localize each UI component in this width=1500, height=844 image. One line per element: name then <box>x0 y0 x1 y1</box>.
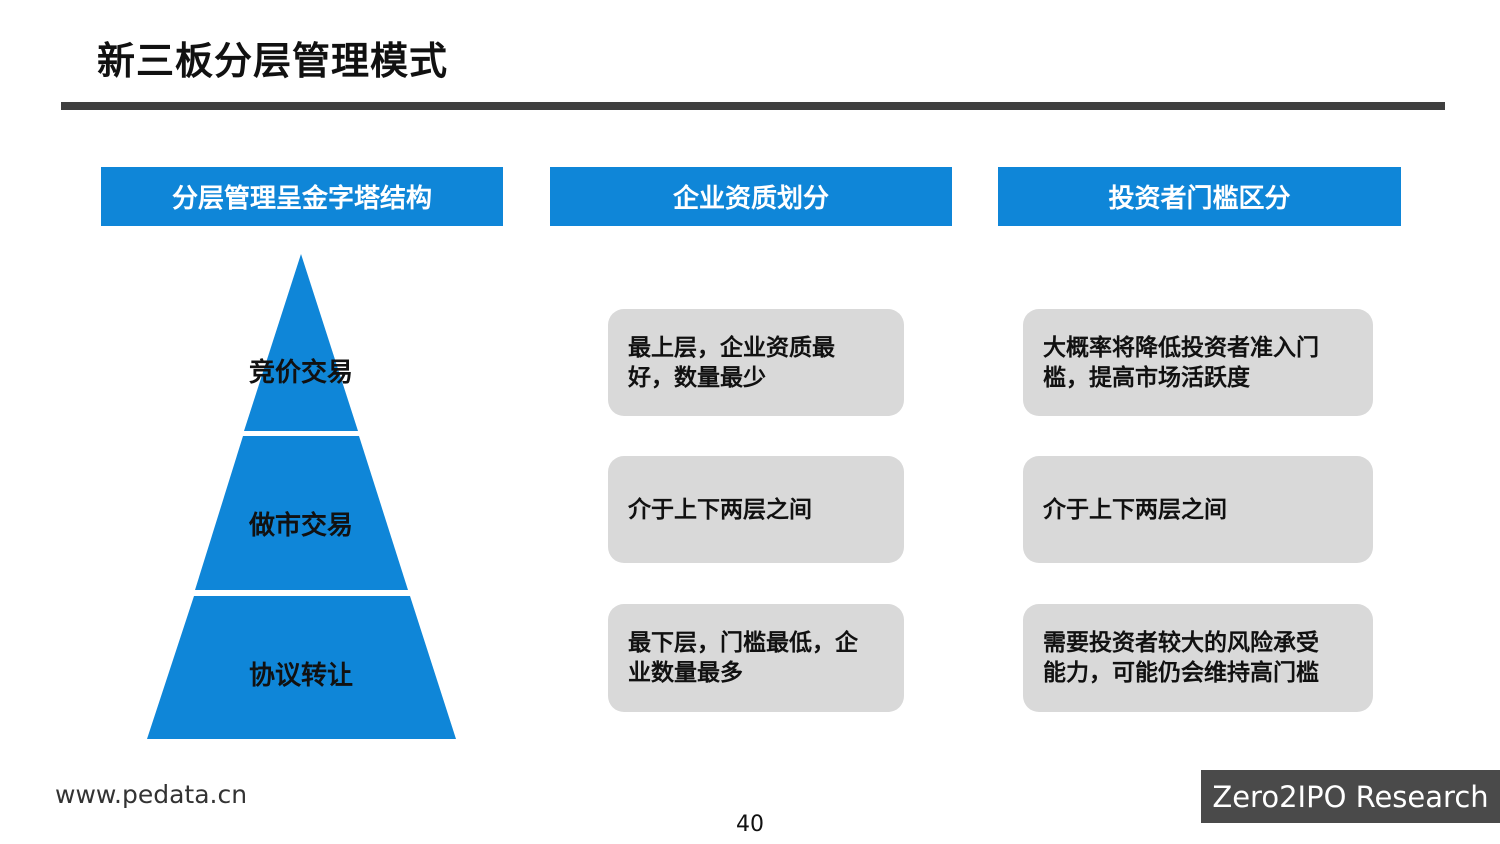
title-divider <box>61 102 1445 110</box>
investor-box-middle: 介于上下两层之间 <box>1023 456 1373 563</box>
investor-box-bottom: 需要投资者较大的风险承受 能力，可能仍会维持高门槛 <box>1023 604 1373 712</box>
page-title: 新三板分层管理模式 <box>97 39 449 83</box>
tier-label-market-making: 做市交易 <box>248 511 353 541</box>
pyramid-tier-top <box>244 254 358 431</box>
tier-label-auction: 竞价交易 <box>248 358 353 388</box>
enterprise-box-bottom: 最下层，门槛最低，企 业数量最多 <box>608 604 904 712</box>
page-number: 40 <box>736 812 764 837</box>
box-text: 槛，提高市场活跃度 <box>1043 364 1250 391</box>
box-text: 好，数量最少 <box>628 364 766 391</box>
brand-logo: Zero2IPO Research <box>1201 770 1500 823</box>
footer-url: www.pedata.cn <box>55 780 248 809</box>
box-text: 需要投资者较大的风险承受 <box>1043 630 1319 656</box>
enterprise-box-middle: 介于上下两层之间 <box>608 456 904 563</box>
box-text: 最上层，企业资质最 <box>628 334 835 361</box>
header-pyramid-structure: 分层管理呈金字塔结构 <box>101 167 503 226</box>
box-text: 介于上下两层之间 <box>1043 496 1227 523</box>
box-text: 能力，可能仍会维持高门槛 <box>1043 660 1319 686</box>
header-investor-threshold: 投资者门槛区分 <box>998 167 1401 226</box>
box-text: 业数量最多 <box>628 660 743 686</box>
box-text: 介于上下两层之间 <box>628 496 812 523</box>
tier-label-negotiated-transfer: 协议转让 <box>248 661 353 691</box>
pyramid-tier-middle <box>195 436 408 590</box>
box-text: 最下层，门槛最低，企 <box>628 630 858 656</box>
box-text: 大概率将降低投资者准入门 <box>1043 334 1319 361</box>
investor-box-top: 大概率将降低投资者准入门 槛，提高市场活跃度 <box>1023 309 1373 416</box>
header-enterprise-qualification: 企业资质划分 <box>550 167 952 226</box>
enterprise-box-top: 最上层，企业资质最 好，数量最少 <box>608 309 904 416</box>
pyramid-tier-bottom <box>147 596 456 739</box>
